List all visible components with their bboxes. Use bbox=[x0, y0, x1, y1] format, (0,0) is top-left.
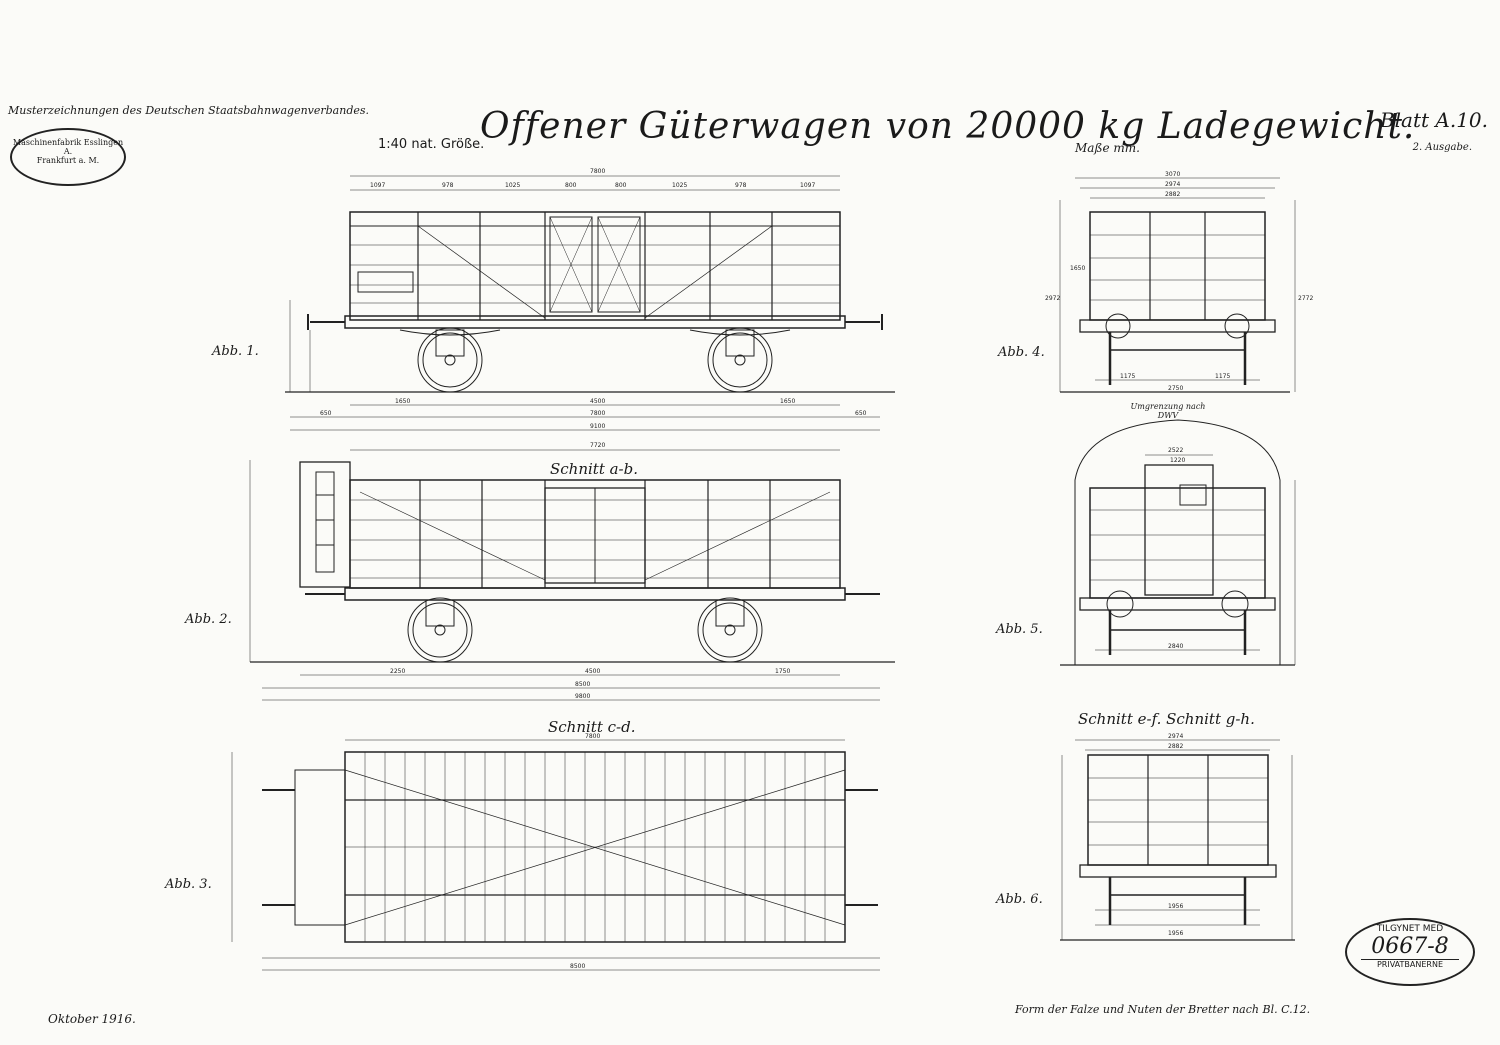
dim-abb6-base1: 1956 bbox=[1168, 903, 1183, 910]
dim-abb6-top2: 2882 bbox=[1168, 743, 1183, 750]
dim-plan-total: 7800 bbox=[585, 733, 600, 740]
badge-top: TILGYNET MED bbox=[1376, 924, 1444, 934]
dim-side-4: 800 bbox=[565, 182, 577, 189]
abb4-end-view bbox=[1059, 177, 1296, 393]
dim-sec-buffer: 9800 bbox=[575, 693, 590, 700]
dimension-labels: 7800 1097 978 1025 800 800 1025 978 1097… bbox=[320, 168, 1313, 970]
section-title-ef-gh: Schnitt e-f. Schnitt g-h. bbox=[1078, 710, 1255, 728]
dim-side-end-r: 650 bbox=[855, 410, 867, 417]
section-title-ab: Schnitt a-b. bbox=[550, 460, 639, 478]
dim-end-b2: 1175 bbox=[1215, 373, 1230, 380]
dim-side-5: 800 bbox=[615, 182, 627, 189]
dim-end-w2: 2974 bbox=[1165, 181, 1180, 188]
series-caption: Musterzeichnungen des Deutschen Staatsba… bbox=[8, 104, 370, 117]
drawing-title: Offener Güterwagen von 20000 kg Ladegewi… bbox=[480, 106, 1416, 147]
dim-side-2: 978 bbox=[442, 182, 454, 189]
units-label: Maße mm. bbox=[1075, 141, 1140, 155]
dim-side-total: 7800 bbox=[590, 168, 605, 175]
dim-side-7: 978 bbox=[735, 182, 747, 189]
dim-side-b2: 4500 bbox=[590, 398, 605, 405]
dim-plan-length: 8500 bbox=[570, 963, 585, 970]
dim-end-gauge: 2750 bbox=[1168, 385, 1183, 392]
figure-label-abb5: Abb. 5. bbox=[996, 622, 1043, 637]
dim-side-1: 1097 bbox=[370, 182, 385, 189]
dim-abb5-width: 2522 bbox=[1168, 447, 1183, 454]
dim-side-buffer: 9100 bbox=[590, 423, 605, 430]
dim-end-h1: 2972 bbox=[1045, 295, 1060, 302]
dim-sec-b2: 4500 bbox=[585, 668, 600, 675]
board-joint-note: Form der Falze und Nuten der Bretter nac… bbox=[1015, 1003, 1311, 1016]
archive-badge: TILGYNET MED 0667-8 PRIVATBANERNE bbox=[1345, 918, 1475, 986]
dim-end-h3: 2772 bbox=[1298, 295, 1313, 302]
stamp-line2: A. bbox=[63, 147, 73, 156]
dim-end-h2: 1650 bbox=[1070, 265, 1085, 272]
abb1-side-view bbox=[285, 175, 895, 431]
dim-side-length: 7800 bbox=[590, 410, 605, 417]
sheet-number: Blatt A.10. bbox=[1379, 108, 1488, 132]
scale-label: 1:40 nat. Größe. bbox=[378, 137, 485, 152]
abb5-end-section bbox=[1060, 419, 1296, 666]
dim-sec-b1: 2250 bbox=[390, 668, 405, 675]
dim-sec-total: 7720 bbox=[590, 442, 605, 449]
abb6-cross-sections bbox=[1060, 739, 1295, 941]
dim-sec-length: 8500 bbox=[575, 681, 590, 688]
figure-label-abb1: Abb. 1. bbox=[212, 344, 259, 359]
dim-end-w1: 3070 bbox=[1165, 171, 1180, 178]
abb3-plan-view bbox=[231, 739, 880, 971]
dim-side-b3: 1650 bbox=[780, 398, 795, 405]
figure-label-abb6: Abb. 6. bbox=[996, 892, 1043, 907]
dim-side-3: 1025 bbox=[505, 182, 520, 189]
figure-label-abb2: Abb. 2. bbox=[185, 612, 232, 627]
abb2-section-ab bbox=[249, 449, 895, 701]
figure-label-abb3: Abb. 3. bbox=[165, 877, 212, 892]
dim-end-b1: 1175 bbox=[1120, 373, 1135, 380]
badge-number: 0667-8 bbox=[1371, 934, 1449, 959]
badge-bottom: PRIVATBANERNE bbox=[1361, 959, 1459, 969]
dim-side-end-l: 650 bbox=[320, 410, 332, 417]
stamp-line3: Frankfurt a. M. bbox=[36, 156, 100, 165]
dim-end-w3: 2882 bbox=[1165, 191, 1180, 198]
stamp-line1: Maschinenfabrik Esslingen bbox=[12, 138, 124, 147]
figure-label-abb4: Abb. 4. bbox=[998, 345, 1045, 360]
dim-sec-b3: 1750 bbox=[775, 668, 790, 675]
dim-abb6-base2: 1956 bbox=[1168, 930, 1183, 937]
dim-abb5-base: 2840 bbox=[1168, 643, 1183, 650]
dim-abb6-top1: 2974 bbox=[1168, 733, 1183, 740]
dim-side-8: 1097 bbox=[800, 182, 815, 189]
section-title-cd: Schnitt c-d. bbox=[548, 718, 636, 736]
dim-abb5-inner: 1220 bbox=[1170, 457, 1185, 464]
gauge-label: Umgrenzung nach DWV bbox=[1130, 402, 1206, 420]
manufacturer-stamp: Maschinenfabrik Esslingen A. Frankfurt a… bbox=[10, 128, 126, 186]
drawing-date: Oktober 1916. bbox=[48, 1012, 136, 1026]
dim-side-b1: 1650 bbox=[395, 398, 410, 405]
dim-side-6: 1025 bbox=[672, 182, 687, 189]
edition: 2. Ausgabe. bbox=[1412, 142, 1472, 153]
